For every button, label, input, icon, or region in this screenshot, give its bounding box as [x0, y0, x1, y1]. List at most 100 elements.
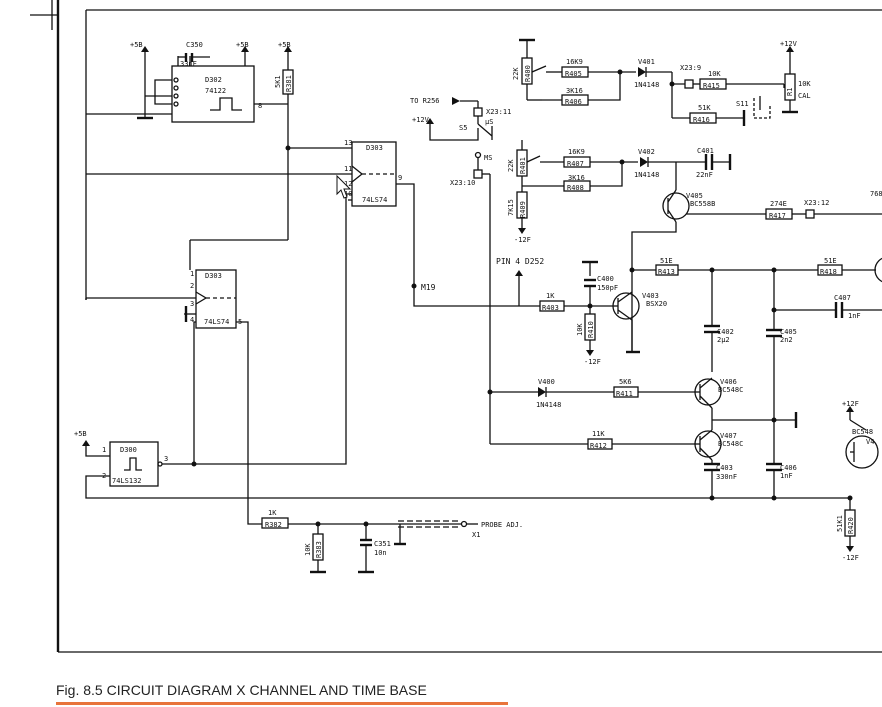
x23-9-label: X23:9: [680, 64, 701, 72]
c406-value: 1nF: [780, 472, 793, 480]
pin-label: 1: [190, 270, 194, 278]
supply-label: +12F: [842, 400, 859, 408]
d300-type: 74LS132: [112, 477, 142, 485]
d303-flipflop-upper: D303 74LS74 13 11 12 10 9 M19: [194, 139, 520, 465]
r401-value: 22K: [507, 159, 515, 172]
supply-label: +5B: [74, 430, 87, 438]
pin-label: 11: [344, 165, 352, 173]
r406-label: R406: [565, 98, 582, 106]
r418-label: R418: [820, 268, 837, 276]
r418-value: 51E: [824, 257, 837, 265]
r381-label: R381: [285, 75, 293, 92]
r400-value: 22K: [512, 67, 520, 80]
r1-label: R1: [786, 88, 794, 96]
us-label: µS: [485, 118, 493, 126]
c403-label: C403: [716, 464, 733, 472]
r413-label: R413: [658, 268, 675, 276]
supply-label: +5B: [278, 41, 291, 49]
d303-flipflop-lower: D303 74LS74 1 2 3 4 5: [184, 269, 262, 525]
right-edge-stage: +12F BC548 V4 51K1 R420 -12F: [836, 400, 879, 562]
supply-label: +12V: [780, 40, 798, 48]
figure-caption: Fig. 8.5 CIRCUIT DIAGRAM X CHANNEL AND T…: [56, 682, 427, 698]
r417-value: 274E: [770, 200, 787, 208]
ms-label: MS: [484, 154, 492, 162]
r403-value: 1K: [546, 292, 555, 300]
c400-value: 150pF: [597, 284, 618, 292]
d300-nand-gate: D300 74LS132 3 1 2 +5B: [74, 430, 850, 499]
r412-value: 11K: [592, 430, 605, 438]
c350-value: 33nF: [180, 60, 197, 68]
r420-value: 51K1: [836, 515, 844, 532]
v401-label: V401: [638, 58, 655, 66]
r381-value: 5K1: [274, 75, 282, 88]
x23-11-label: X23:11: [486, 108, 511, 116]
r405-label: R405: [565, 70, 582, 78]
drawing-frame: [30, 0, 882, 653]
r411-label: R411: [616, 390, 633, 398]
r409-label: R409: [519, 201, 527, 218]
r768-label: 768K: [870, 190, 882, 198]
v403-label: V403: [642, 292, 659, 300]
bc548-label: BC548: [852, 428, 873, 436]
pin-label: 4: [190, 316, 194, 324]
r383-label: R383: [315, 541, 323, 558]
r416-label: R416: [693, 116, 710, 124]
v406-label: V406: [720, 378, 737, 386]
c351-value: 10n: [374, 549, 387, 557]
c403-value: 330nF: [716, 473, 737, 481]
to-r256-label: TO R256: [410, 97, 440, 105]
mouse-cursor: [336, 174, 352, 199]
pin-label: 1: [102, 446, 106, 454]
v406-type: BC548C: [718, 386, 743, 394]
r417-label: R417: [769, 212, 786, 220]
d302-label: D302: [205, 76, 222, 84]
pin4-d252-label: PIN 4 D252: [496, 257, 544, 266]
d303-type: 74LS74: [362, 196, 387, 204]
d300-label: D300: [120, 446, 137, 454]
pin-label: 3: [190, 300, 194, 308]
c401-value: 22nF: [696, 171, 713, 179]
v401-type: 1N4148: [634, 81, 659, 89]
v402-type: 1N4148: [634, 171, 659, 179]
c405-value: 2n2: [780, 336, 793, 344]
v4-label: V4: [866, 438, 874, 446]
supply-label: -12F: [584, 358, 601, 366]
r400-label: R400: [524, 65, 532, 82]
v400-type: 1N4148: [536, 401, 561, 409]
pin-label: 2: [190, 282, 194, 290]
supply-label: +12V: [412, 116, 430, 124]
c407-label: C407: [834, 294, 851, 302]
supply-label: +5B: [130, 41, 143, 49]
r420-label: R420: [847, 517, 855, 534]
r382-label: R382: [265, 521, 282, 529]
r408-value: 3K16: [568, 174, 585, 182]
r411-value: 5K6: [619, 378, 632, 386]
d303-label: D303: [205, 272, 222, 280]
r408-label: R408: [567, 184, 584, 192]
r406-value: 3K16: [566, 87, 583, 95]
r416-value: 51K: [698, 104, 711, 112]
v403-type: BSX20: [646, 300, 667, 308]
supply-label: -12F: [514, 236, 531, 244]
r410-value: 10K: [576, 323, 584, 336]
d303-type: 74LS74: [204, 318, 229, 326]
v405-transistor: V405 BC558B 274E R417 X23:12 768K: [631, 162, 882, 352]
v400-label: V400: [538, 378, 555, 386]
r407-label: R407: [567, 160, 584, 168]
caption-underline: [56, 702, 508, 705]
r413-value: 51E: [660, 257, 673, 265]
r383-value: 10K: [304, 543, 312, 556]
timing-network-upper: 22K R400 16K9 R405 V401 1N4148 3K16 R406…: [512, 38, 811, 126]
r410-label: R410: [587, 321, 595, 338]
x1-label: X1: [472, 531, 480, 539]
supply-label: -12F: [842, 554, 859, 562]
r415-value: 10K: [708, 70, 721, 78]
x23-12-label: X23:12: [804, 199, 829, 207]
logic-wiring: [85, 113, 352, 300]
range-switch-s5: TO R256 X23:11 S5 µS +12V MS X23:10: [410, 97, 511, 444]
c351-label: C351: [374, 540, 391, 548]
pin-label: 12: [344, 180, 352, 188]
c402-value: 2µ2: [717, 336, 730, 344]
c400-label: C400: [597, 275, 614, 283]
